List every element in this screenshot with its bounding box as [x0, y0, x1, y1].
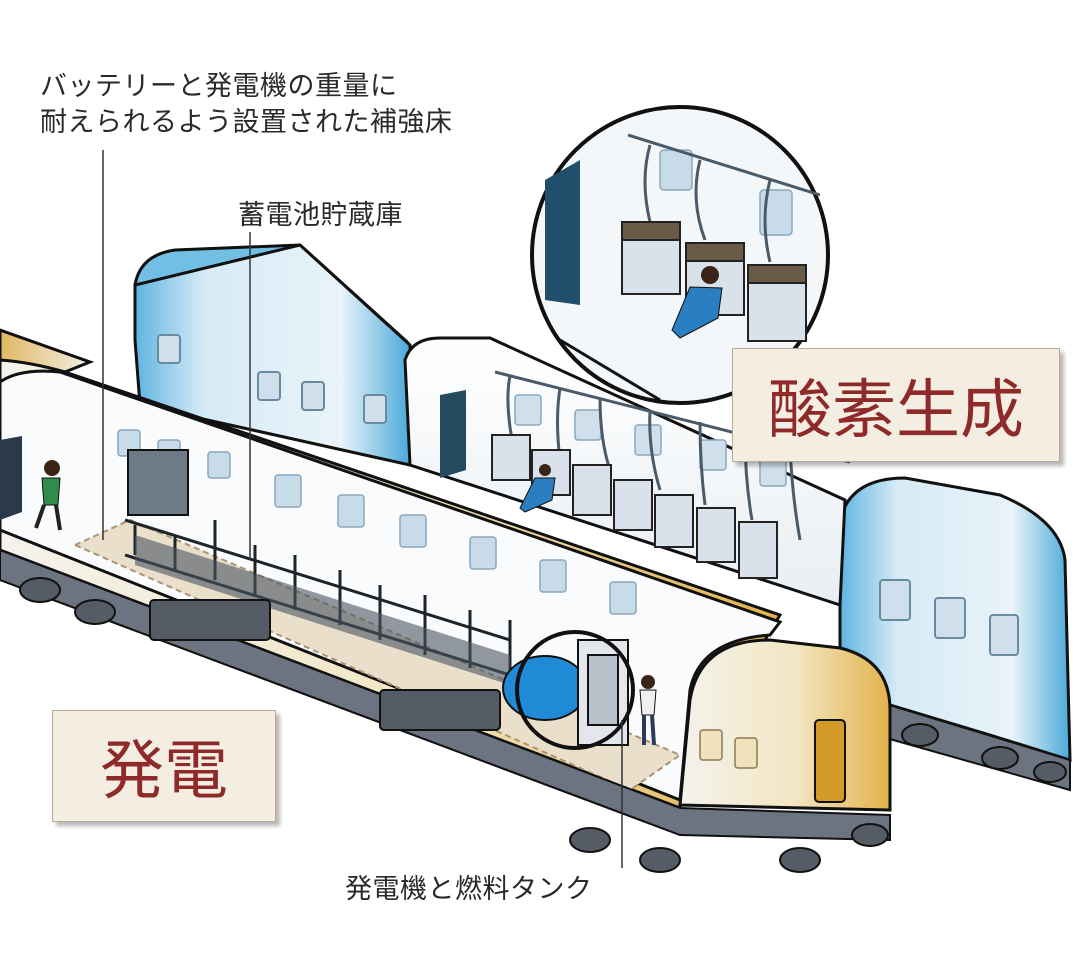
generator-highlight-circle	[515, 630, 635, 750]
oxygen-car	[133, 243, 1072, 792]
oxygen-concentrators	[491, 434, 778, 579]
reinforced-floor-label-line1: バッテリーと発電機の重量に	[40, 71, 398, 102]
battery-storage-label: 蓄電池貯蔵庫	[238, 200, 403, 231]
oxygen-title-box: 酸素生成	[732, 348, 1060, 462]
power-title-box: 発電	[52, 710, 276, 822]
oxygen-inset	[530, 105, 830, 405]
oxygen-title: 酸素生成	[768, 374, 1024, 448]
power-title: 発電	[100, 735, 228, 809]
leader-lines	[102, 150, 623, 868]
reinforced-floor-label: バッテリーと発電機の重量に 耐えられるよう設置された補強床	[40, 69, 453, 141]
generator-fuel-label: 発電機と燃料タンク	[345, 874, 593, 905]
reinforced-floor-label-line2: 耐えられるよう設置された補強床	[40, 107, 453, 138]
power-car	[0, 328, 892, 873]
